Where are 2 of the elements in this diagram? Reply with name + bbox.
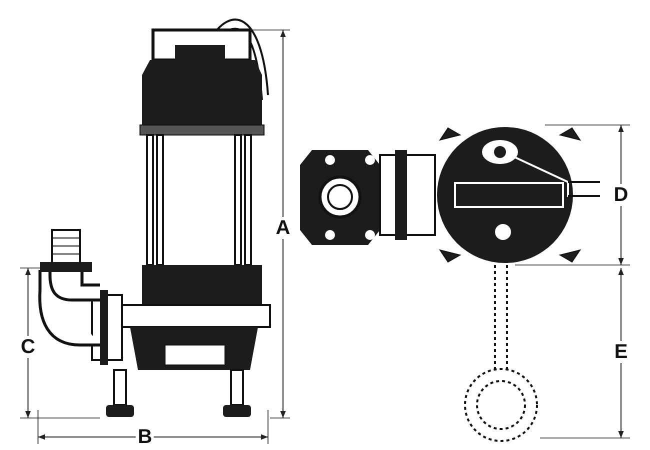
dimension-label: C	[18, 336, 38, 358]
dimension-label: A	[274, 217, 292, 239]
